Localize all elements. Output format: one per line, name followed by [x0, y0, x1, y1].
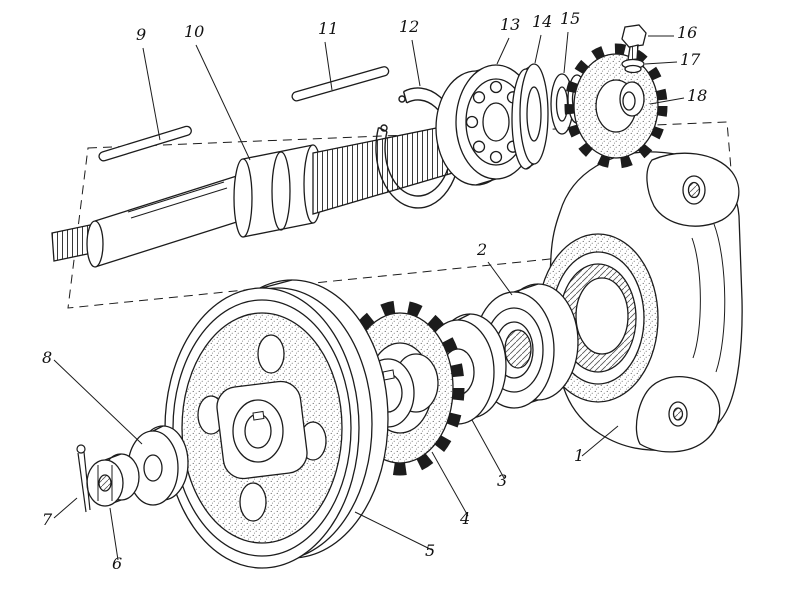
callout-5: 5	[425, 541, 436, 560]
part-circlip	[375, 87, 461, 209]
callout-1: 1	[574, 446, 585, 465]
callout-16: 16	[677, 23, 698, 42]
part-key-upper-left	[98, 125, 192, 162]
callout-4: 4	[460, 509, 471, 528]
callout-18: 18	[687, 86, 708, 105]
part-key-upper-mid	[291, 66, 390, 102]
callout-8: 8	[42, 348, 53, 367]
part-small-sprocket	[564, 43, 668, 169]
part-housing	[537, 151, 743, 453]
callout-13: 13	[500, 15, 521, 34]
part-small-washer	[127, 425, 189, 506]
leader-lines	[53, 31, 685, 561]
callout-10: 10	[184, 22, 205, 41]
callout-2: 2	[477, 240, 488, 259]
part-bolt	[621, 24, 647, 74]
callout-11: 11	[318, 19, 339, 38]
part-pulley	[164, 279, 389, 569]
callout-14: 14	[532, 12, 553, 31]
callout-9: 9	[136, 25, 147, 44]
part-shaft	[51, 123, 463, 268]
part-seal-washer	[511, 63, 549, 170]
callout-6: 6	[112, 554, 123, 573]
part-cotter-pin	[76, 444, 91, 513]
callout-3: 3	[497, 471, 508, 490]
callout-12: 12	[399, 17, 420, 36]
callout-15: 15	[560, 9, 581, 28]
callout-17: 17	[680, 50, 701, 69]
part-nut	[86, 453, 140, 507]
callout-7: 7	[42, 510, 53, 529]
